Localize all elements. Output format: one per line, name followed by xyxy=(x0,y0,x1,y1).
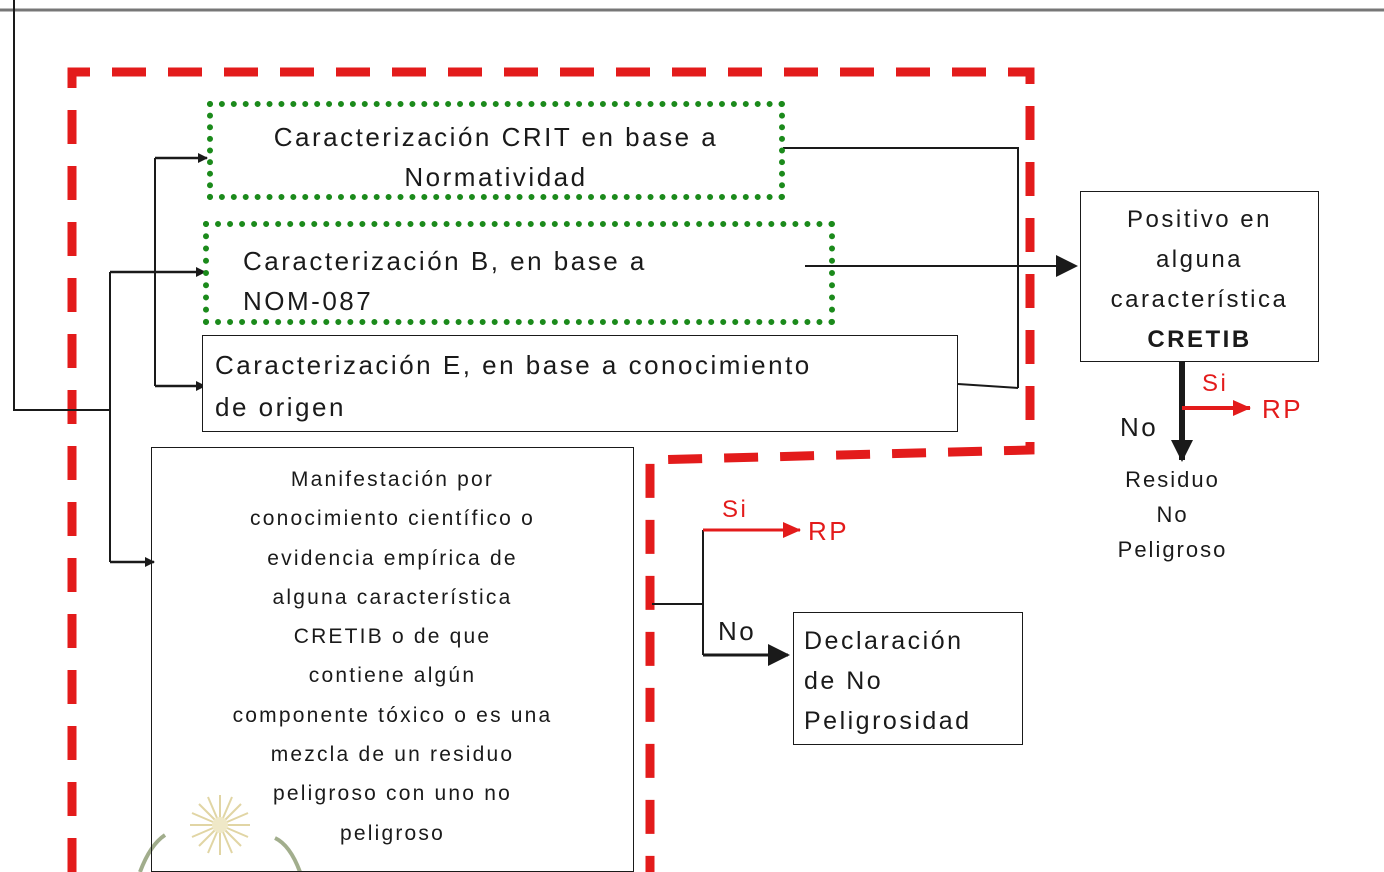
positivo-line-1: Positivo en xyxy=(1127,206,1272,233)
collector-crit xyxy=(783,147,1019,388)
positivo-line-2: alguna xyxy=(1155,246,1244,273)
e-line-2: de origen xyxy=(215,392,346,422)
declaracion-line-2: de No xyxy=(804,667,884,695)
seal-watermark xyxy=(138,795,302,872)
manif-line-8: mezcla de un residuo xyxy=(270,743,515,767)
declaracion-line-3: Peligrosidad xyxy=(804,707,972,735)
residuo-line-2: No xyxy=(1156,502,1189,527)
manif-line-4: alguna característica xyxy=(272,585,513,609)
collector-e xyxy=(957,383,1019,389)
box-manifestacion: Manifestación por conocimiento científic… xyxy=(151,447,634,872)
label-rp-right: RP xyxy=(1262,394,1304,424)
red-dashed-boundary xyxy=(67,67,1035,872)
box-caracterizacion-b: Caracterización B, en base a NOM-087 xyxy=(203,221,835,325)
crit-line-1: Caracterización CRIT en base a xyxy=(273,122,719,152)
manif-line-10: peligroso xyxy=(339,821,446,845)
residuo-no-peligroso: Residuo No Peligroso xyxy=(1100,462,1245,567)
declaracion-line-1: Declaración xyxy=(804,627,964,655)
manif-line-1: Manifestación por xyxy=(290,468,495,491)
residuo-line-1: Residuo xyxy=(1125,467,1220,492)
feedback-line xyxy=(13,0,110,411)
positivo-line-4: CRETIB xyxy=(1147,326,1252,353)
label-no-mid: No xyxy=(718,616,757,646)
positivo-line-3: característica xyxy=(1110,286,1289,313)
box-caracterizacion-e: Caracterización E, en base a conocimient… xyxy=(202,335,958,432)
residuo-line-3: Peligroso xyxy=(1117,537,1228,562)
label-rp-mid: RP xyxy=(808,516,850,546)
manif-line-3: evidencia empírica de xyxy=(267,546,518,570)
manif-line-6: contiene algún xyxy=(308,664,477,688)
manif-line-9: peligroso con uno no xyxy=(273,782,512,806)
box-declaracion-no-peligrosidad: Declaración de No Peligrosidad xyxy=(793,612,1023,745)
b-line-1: Caracterización B, en base a xyxy=(243,246,647,276)
b-line-2: NOM-087 xyxy=(243,286,374,316)
box-caracterizacion-crit: Caracterización CRIT en base a Normativi… xyxy=(207,101,785,200)
manif-line-5: CRETIB o de que xyxy=(293,625,492,649)
label-no-right: No xyxy=(1120,412,1159,442)
label-si-right: Si xyxy=(1202,370,1229,397)
crit-line-2: Normatividad xyxy=(404,162,588,192)
e-line-1: Caracterización E, en base a conocimient… xyxy=(215,350,812,380)
manif-line-7: componente tóxico o es una xyxy=(232,703,553,727)
box-positivo-cretib: Positivo en alguna característica CRETIB xyxy=(1080,191,1319,362)
manif-line-2: conocimiento científico o xyxy=(250,507,535,531)
label-si-mid: Si xyxy=(722,496,749,523)
